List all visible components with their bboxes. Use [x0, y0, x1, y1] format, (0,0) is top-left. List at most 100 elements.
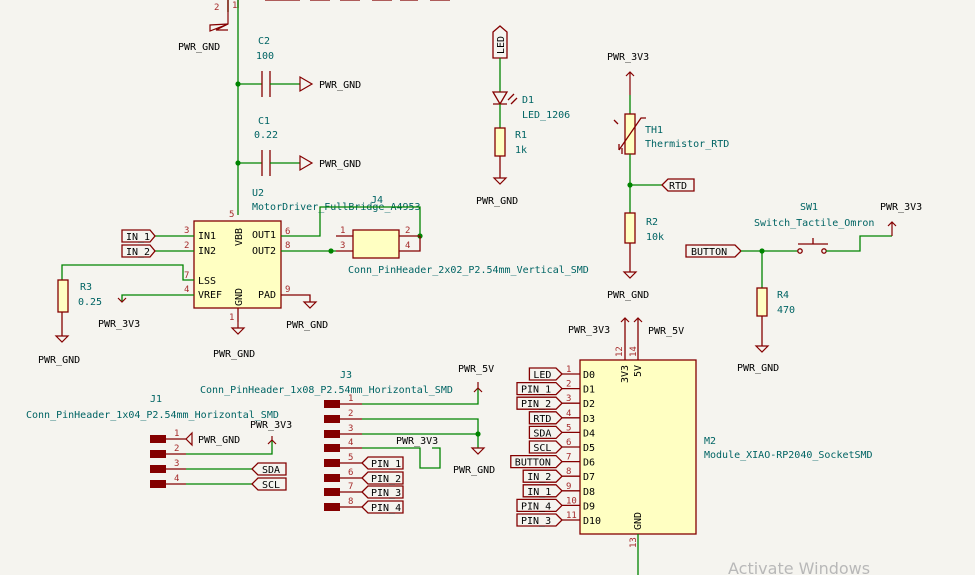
- svg-text:PWR_GND: PWR_GND: [38, 355, 80, 366]
- svg-text:PAD: PAD: [258, 290, 276, 301]
- svg-text:TH1: TH1: [645, 125, 663, 136]
- svg-text:470: 470: [777, 305, 795, 316]
- m2-net-label[interactable]: [522, 469, 563, 483]
- c1-value: 0.22: [254, 130, 278, 141]
- m2-net-label[interactable]: [516, 396, 563, 410]
- m2-net-label-text: PIN_4: [521, 501, 551, 512]
- svg-text:OUT1: OUT1: [252, 230, 276, 241]
- c2-value: 100: [256, 51, 274, 62]
- svg-text:GND: GND: [234, 288, 245, 306]
- resistor-r4[interactable]: R4 470: [756, 287, 795, 317]
- pin-header-j1[interactable]: J1 Conn_PinHeader_1x04_P2.54mm_Horizonta…: [26, 394, 279, 488]
- svg-text:PWR_GND: PWR_GND: [607, 290, 649, 301]
- svg-text:4: 4: [184, 285, 189, 295]
- m2-pin-name: D1: [583, 385, 595, 396]
- svg-text:R4: R4: [777, 290, 789, 301]
- svg-text:8: 8: [285, 241, 290, 251]
- capacitor-c2[interactable]: C2 100 PWR_GND: [238, 36, 361, 97]
- gnd-symbol-u2: PWR_GND: [213, 321, 255, 360]
- module-m2-xiao[interactable]: M2 Module_XIAO-RP2040_SocketSMD 3V3 5V G…: [579, 346, 873, 548]
- svg-text:PWR_3V3: PWR_3V3: [568, 325, 610, 336]
- svg-text:PWR_GND: PWR_GND: [178, 42, 220, 53]
- svg-text:13: 13: [629, 537, 639, 548]
- svg-text:SW1: SW1: [800, 202, 818, 213]
- gnd-symbol-r3: PWR_GND: [38, 335, 80, 366]
- svg-text:1: 1: [340, 226, 345, 236]
- svg-text:PWR_GND: PWR_GND: [286, 320, 328, 331]
- m2-pin-name: D4: [583, 428, 595, 439]
- m2-net-label[interactable]: [516, 498, 563, 513]
- c1-ref: C1: [258, 116, 270, 127]
- svg-text:12: 12: [615, 346, 625, 357]
- pin-header-j3[interactable]: J3 Conn_PinHeader_1x08_P2.54mm_Horizonta…: [200, 370, 453, 511]
- resistor-r3[interactable]: R3 0.25: [57, 279, 102, 313]
- svg-text:M2: M2: [704, 436, 716, 447]
- m2-net-label[interactable]: [510, 454, 563, 469]
- svg-text:Switch_Tactile_Omron: Switch_Tactile_Omron: [754, 218, 874, 229]
- pwr-3v3-th1: PWR_3V3: [607, 52, 649, 95]
- svg-text:IN2: IN2: [198, 246, 216, 257]
- m2-net-label[interactable]: [516, 381, 563, 396]
- activate-windows-watermark: Activate Windows: [728, 559, 870, 575]
- svg-text:10k: 10k: [646, 232, 664, 243]
- svg-text:PIN_3: PIN_3: [371, 488, 401, 499]
- svg-text:2: 2: [174, 444, 179, 454]
- pwr-5v-m2: PWR_5V: [633, 317, 684, 337]
- svg-text:PWR_5V: PWR_5V: [458, 364, 494, 375]
- switch-sw1[interactable]: SW1 Switch_Tactile_Omron: [754, 202, 874, 254]
- led-d1[interactable]: D1 LED_1206: [491, 91, 570, 121]
- svg-text:GND: GND: [633, 512, 644, 530]
- svg-text:7: 7: [184, 271, 189, 281]
- svg-text:Conn_PinHeader_1x04_P2.54mm_Ho: Conn_PinHeader_1x04_P2.54mm_Horizontal_S…: [26, 410, 279, 421]
- svg-text:PIN_2: PIN_2: [371, 474, 401, 485]
- label-rtd[interactable]: RTD: [661, 178, 695, 192]
- m2-pin-number: 7: [566, 453, 571, 463]
- svg-text:LED: LED: [496, 36, 507, 54]
- m2-net-label[interactable]: [528, 425, 563, 440]
- svg-text:VREF: VREF: [198, 290, 222, 301]
- m2-net-label[interactable]: [528, 367, 563, 381]
- label-scl-j1[interactable]: SCL: [251, 477, 287, 491]
- label-button[interactable]: BUTTON: [685, 244, 742, 258]
- svg-text:PIN_1: PIN_1: [371, 459, 401, 470]
- svg-text:J1: J1: [150, 394, 162, 405]
- svg-text:U2: U2: [252, 188, 264, 199]
- m2-pin-name: D8: [583, 487, 595, 498]
- c2-ref: C2: [258, 36, 270, 47]
- pin-header-j4[interactable]: 1 3 2 4 J4 Conn_PinHeader_2x02_P2.54mm_V…: [336, 195, 589, 276]
- pwr-3v3-vref: PWR_3V3: [98, 297, 140, 330]
- j3-net-labels[interactable]: PIN_1 PIN_2 PIN_3 PIN_4: [361, 456, 404, 514]
- m2-net-label-text: PIN_1: [521, 385, 551, 396]
- label-sda-j1[interactable]: SDA: [251, 462, 287, 476]
- thermistor-th1[interactable]: TH1 Thermistor_RTD: [613, 113, 729, 155]
- m2-pin-name: D6: [583, 458, 595, 469]
- svg-text:4: 4: [348, 438, 353, 448]
- m2-net-label[interactable]: [516, 513, 563, 527]
- m2-net-label-text: IN_1: [527, 487, 551, 498]
- svg-text:0.25: 0.25: [78, 297, 102, 308]
- svg-text:2: 2: [405, 226, 410, 236]
- m2-pin-name: D7: [583, 472, 595, 483]
- resistor-r2[interactable]: R2 10k: [624, 212, 664, 244]
- svg-text:PWR_5V: PWR_5V: [648, 326, 684, 337]
- label-in2[interactable]: IN_2: [121, 244, 156, 258]
- label-in1[interactable]: IN_1: [121, 229, 156, 243]
- capacitor-c1[interactable]: C1 0.22 PWR_GND: [238, 116, 361, 176]
- svg-text:PWR_3V3: PWR_3V3: [607, 52, 649, 63]
- m2-pin-number: 6: [566, 438, 571, 448]
- resistor-r1[interactable]: R1 1k: [494, 127, 527, 157]
- svg-text:R2: R2: [646, 217, 658, 228]
- label-led-vertical[interactable]: LED: [492, 25, 508, 59]
- m2-net-label[interactable]: [528, 440, 563, 454]
- svg-text:PWR_3V3: PWR_3V3: [250, 420, 292, 431]
- svg-text:5V: 5V: [633, 365, 644, 377]
- svg-text:J3: J3: [340, 370, 352, 381]
- svg-text:SCL: SCL: [262, 480, 280, 491]
- m2-net-label[interactable]: [522, 484, 563, 498]
- gnd-symbol-top: PWR_GND: [178, 12, 229, 53]
- m2-net-label[interactable]: [528, 411, 563, 425]
- svg-text:LSS: LSS: [198, 276, 216, 287]
- svg-text:D1: D1: [522, 95, 534, 106]
